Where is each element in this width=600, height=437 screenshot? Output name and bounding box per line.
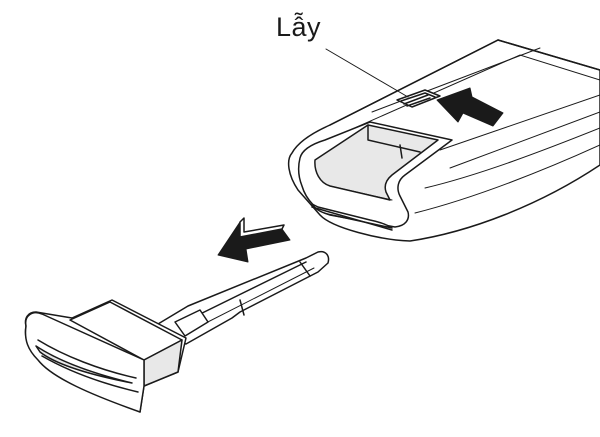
key-fob (287, 39, 600, 242)
fob-bottom-slot (311, 203, 393, 229)
key-blade (147, 250, 330, 345)
emergency-key (24, 250, 330, 413)
push-arrow-icon (436, 87, 504, 127)
callout-label: Lẫy (276, 12, 322, 42)
release-latch (396, 89, 441, 108)
key-slot (314, 124, 439, 201)
pull-arrow-icon (217, 217, 291, 263)
callout-leader-line (325, 48, 409, 98)
